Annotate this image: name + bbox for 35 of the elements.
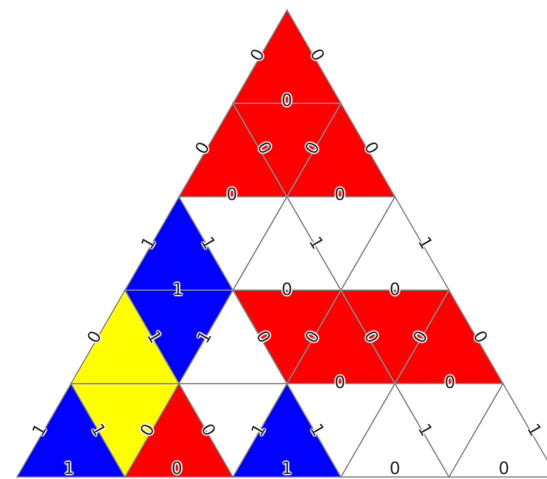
edge-value: 0: [84, 328, 105, 346]
edge-value: 1: [194, 328, 215, 346]
edge-value: 0: [390, 460, 400, 478]
edge-value: 1: [282, 460, 292, 478]
edge-value: 0: [468, 328, 489, 346]
edge-value: 0: [282, 282, 292, 298]
edge-value: 0: [302, 328, 323, 346]
edge-value: 1: [522, 421, 543, 439]
edge-value: 1: [138, 234, 159, 252]
edge-value: 1: [196, 234, 217, 252]
edge-value: 0: [172, 460, 182, 478]
edge-value: 0: [248, 46, 268, 64]
edge-value: 1: [306, 421, 326, 439]
edge-value: 1: [248, 421, 269, 439]
edge-value: 0: [252, 328, 272, 346]
edge-value: 1: [414, 421, 434, 439]
edge-value: 0: [360, 328, 380, 346]
edge-value: 0: [196, 421, 217, 439]
edge-value: 0: [138, 421, 158, 439]
edge-value: 0: [306, 46, 326, 64]
edge-value: 1: [414, 234, 434, 252]
edge-value: 0: [334, 374, 346, 392]
edge-value: 0: [192, 139, 213, 157]
edge-value: 0: [390, 282, 400, 298]
edge-value: 0: [360, 139, 380, 157]
edge-value: 1: [86, 421, 107, 439]
edge-value: 0: [410, 328, 431, 346]
edge-value: 1: [64, 460, 74, 478]
edge-value: 1: [142, 328, 163, 346]
edge-value: 0: [302, 139, 323, 157]
edge-value: 0: [498, 460, 510, 478]
edge-value: 1: [304, 234, 325, 252]
edge-value: 1: [30, 421, 50, 439]
edge-value: 0: [252, 139, 273, 157]
edge-value: 0: [444, 374, 456, 392]
